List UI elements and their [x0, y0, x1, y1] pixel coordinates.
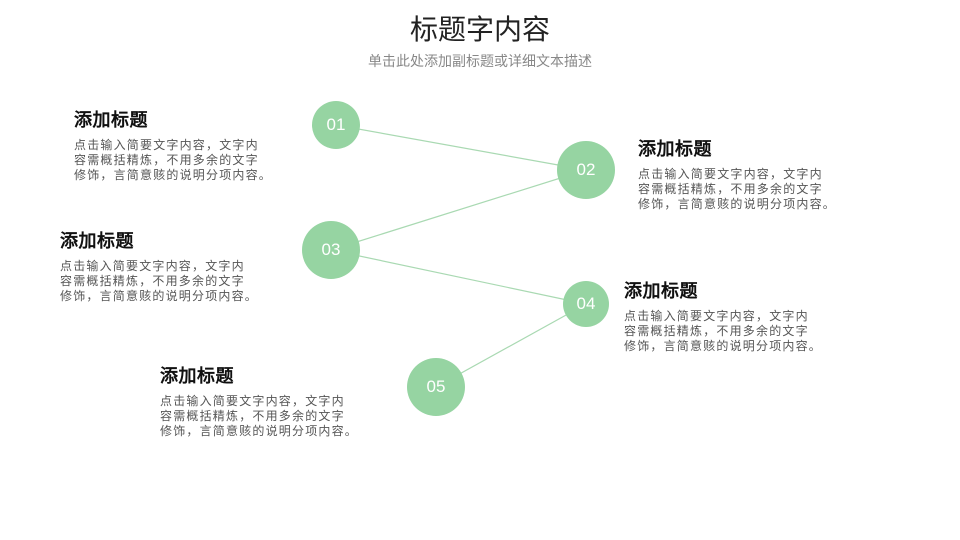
- item-title: 添加标题: [74, 110, 148, 131]
- page-subtitle: 单击此处添加副标题或详细文本描述: [368, 54, 592, 70]
- item-title: 添加标题: [624, 281, 698, 302]
- node-04: 04: [563, 281, 609, 327]
- item-text: 点击输入简要文字内容，文字内 容需概括精炼，不用多余的文字 修饰，言简意赅的说明…: [624, 309, 823, 353]
- item-text: 点击输入简要文字内容，文字内 容需概括精炼，不用多余的文字 修饰，言简意赅的说明…: [638, 167, 837, 211]
- connector-03-04: [330, 249, 587, 305]
- item-block-01: 添加标题 点击输入简要文字内容，文字内 容需概括精炼，不用多余的文字 修饰，言简…: [74, 106, 314, 183]
- item-title: 添加标题: [160, 366, 234, 387]
- node-01: 01: [312, 101, 360, 149]
- item-title: 添加标题: [60, 231, 134, 252]
- connector-02-03: [330, 169, 587, 251]
- item-text: 点击输入简要文字内容，文字内 容需概括精炼，不用多余的文字 修饰，言简意赅的说明…: [74, 138, 273, 182]
- connector-01-02: [335, 124, 587, 171]
- item-text: 点击输入简要文字内容，文字内 容需概括精炼，不用多余的文字 修饰，言简意赅的说明…: [160, 394, 359, 438]
- node-03: 03: [302, 221, 360, 279]
- item-block-05: 添加标题 点击输入简要文字内容，文字内 容需概括精炼，不用多余的文字 修饰，言简…: [160, 362, 400, 439]
- item-block-02: 添加标题 点击输入简要文字内容，文字内 容需概括精炼，不用多余的文字 修饰，言简…: [638, 135, 878, 212]
- page-title: 标题字内容: [409, 13, 550, 46]
- node-02: 02: [557, 141, 615, 199]
- node-05: 05: [407, 358, 465, 416]
- item-title: 添加标题: [638, 139, 712, 160]
- item-block-04: 添加标题 点击输入简要文字内容，文字内 容需概括精炼，不用多余的文字 修饰，言简…: [624, 277, 864, 354]
- item-block-03: 添加标题 点击输入简要文字内容，文字内 容需概括精炼，不用多余的文字 修饰，言简…: [60, 227, 300, 304]
- item-text: 点击输入简要文字内容，文字内 容需概括精炼，不用多余的文字 修饰，言简意赅的说明…: [60, 259, 259, 303]
